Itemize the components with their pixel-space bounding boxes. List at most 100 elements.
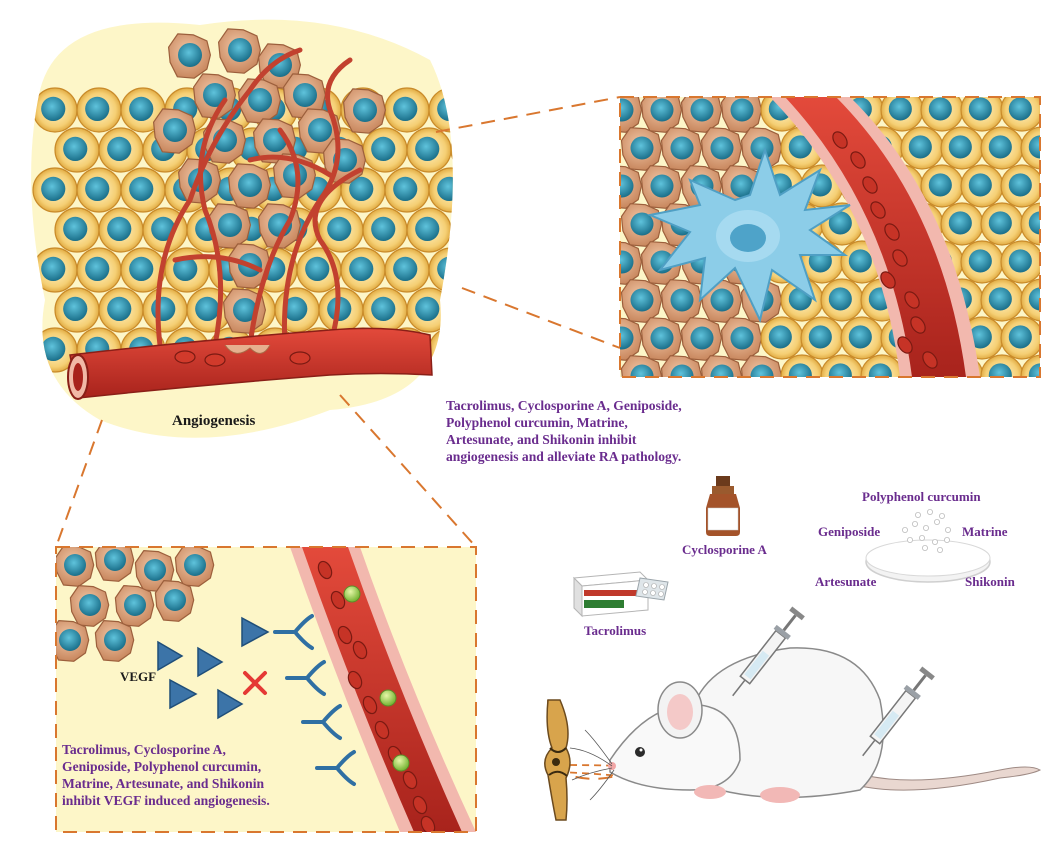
cell (980, 202, 1024, 246)
cell (428, 167, 453, 213)
cell (980, 278, 1024, 322)
cell (940, 126, 984, 170)
drug-label-shikonin: Shikonin (965, 574, 1015, 589)
tumor-cell (720, 97, 763, 133)
angiogenesis-summary-text: Tacrolimus, Cyclosporine A, Geniposide, … (446, 398, 682, 464)
cell (920, 164, 964, 208)
tumor-cell (620, 97, 643, 133)
cell (960, 97, 1004, 132)
cell (340, 247, 386, 293)
cell (406, 127, 452, 173)
vegf-summary-text: Tacrolimus, Cyclosporine A, Geniposide, … (62, 742, 270, 808)
cell (760, 316, 804, 360)
cell (384, 167, 430, 213)
tumor-cell (700, 355, 743, 377)
tacrolimus-box-icon (572, 571, 669, 618)
tumor-cell (208, 203, 251, 249)
cell (318, 207, 364, 253)
tumor-cell (720, 317, 763, 361)
cell (820, 278, 864, 322)
cell (940, 202, 984, 246)
new-capillaries (155, 47, 363, 348)
cell (120, 247, 166, 293)
tumor-cell (228, 163, 271, 209)
cell (362, 127, 408, 173)
tumor-cell (94, 619, 135, 662)
cell (1020, 278, 1040, 322)
cell (450, 127, 453, 173)
zoom-blood-vessel (770, 97, 980, 377)
cell (54, 127, 100, 173)
tumor-cell (620, 165, 643, 209)
tumor-cell (56, 547, 95, 587)
vegf-label: VEGF (120, 669, 157, 684)
tumor-cell (56, 619, 90, 662)
immune-cell (646, 146, 851, 323)
tumor-cell (640, 317, 683, 361)
cell (406, 207, 452, 253)
cell (98, 287, 144, 333)
cell (960, 164, 1004, 208)
tumor-cell (660, 279, 703, 323)
cell (900, 126, 944, 170)
syringe-icon-1 (732, 606, 805, 697)
tumor-cell (174, 547, 215, 587)
tumor-cell (740, 127, 783, 171)
cell (1000, 316, 1040, 360)
tumor-cell (94, 547, 135, 582)
cell (318, 287, 364, 333)
tumor-cell (660, 355, 703, 377)
cell (860, 354, 904, 377)
tumor-cell (343, 88, 386, 134)
cell (800, 316, 844, 360)
zoom-panel-tissue (619, 96, 1041, 378)
tumor-cell (620, 355, 663, 377)
cell (428, 327, 453, 373)
cell (428, 247, 453, 293)
rat-illustration (569, 647, 1042, 803)
cell (32, 87, 78, 133)
tumor-cell (620, 279, 663, 323)
syringe-icon-2 (862, 666, 935, 757)
main-blood-vessel (67, 327, 433, 400)
tumor-cell (740, 355, 783, 377)
cell (880, 97, 924, 132)
drug-label-matrine: Matrine (962, 524, 1008, 539)
tumor-cell (218, 28, 261, 74)
tumor-cell (114, 584, 155, 627)
vegf-blood-vessel (290, 547, 476, 832)
cell (980, 354, 1024, 377)
tumor-cell (154, 579, 195, 622)
cell (406, 287, 452, 333)
cell (980, 126, 1024, 170)
cell (98, 127, 144, 173)
tumor-cell (680, 317, 723, 361)
inhibition-x-icon (243, 671, 267, 695)
cell (362, 207, 408, 253)
cell (54, 287, 100, 333)
cell (1020, 126, 1040, 170)
cell (450, 207, 453, 253)
cell (920, 97, 964, 132)
tumor-cell (168, 33, 211, 79)
cell (384, 87, 430, 133)
tumor-cell (620, 127, 663, 171)
cell (142, 287, 188, 333)
tumor-cell (680, 97, 723, 133)
angiogenesis-title: Angiogenesis (172, 413, 256, 429)
cell (32, 167, 78, 213)
cell (76, 247, 122, 293)
cell (32, 247, 78, 293)
tumor-cell (620, 317, 643, 361)
knee-joint-icon (544, 699, 571, 821)
cell (384, 247, 430, 293)
cell (120, 167, 166, 213)
cyclosporine-vial-icon (706, 476, 740, 536)
cell (960, 240, 1004, 284)
tumor-cell (700, 127, 743, 171)
tumor-cell (69, 584, 110, 627)
tumor-cell (153, 108, 196, 154)
cell (840, 316, 884, 360)
cell (1000, 164, 1040, 208)
